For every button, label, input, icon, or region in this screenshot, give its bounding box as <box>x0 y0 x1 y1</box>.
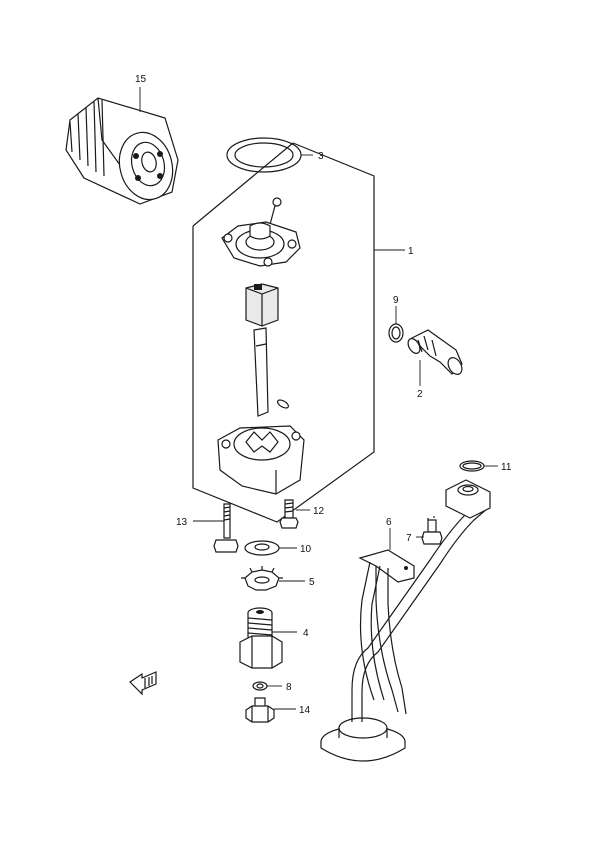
relief-valve-drawing <box>407 329 463 386</box>
strainer-o-ring-drawing <box>459 460 498 472</box>
callout-2: 2 <box>417 389 423 400</box>
callout-1: 1 <box>408 246 414 257</box>
valve-o-ring-drawing <box>388 306 404 343</box>
union-bolt-drawing <box>239 607 297 669</box>
callout-14: 14 <box>299 705 311 716</box>
inner-rotor-drawing <box>245 283 279 327</box>
callout-4: 4 <box>303 628 309 639</box>
nut-drawing <box>245 697 296 723</box>
oil-strainer-drawing <box>320 479 491 762</box>
pump-body-drawing <box>217 425 305 495</box>
small-o-ring-drawing <box>252 681 282 691</box>
stud-bolt-drawing <box>193 503 239 553</box>
pump-cover-drawing <box>221 197 301 267</box>
lock-washer-drawing <box>241 566 305 591</box>
callout-8: 8 <box>286 682 292 693</box>
pump-shaft-drawing <box>253 327 290 417</box>
callout-3: 3 <box>318 151 324 162</box>
strainer-bolt-drawing <box>416 516 443 545</box>
callout-11: 11 <box>501 462 512 473</box>
callout-9: 9 <box>393 295 399 306</box>
oil-filter-drawing <box>65 87 179 205</box>
callout-12: 12 <box>313 506 325 517</box>
pump-bolt-drawing <box>279 499 310 529</box>
washer-drawing <box>244 540 297 556</box>
callout-6: 6 <box>386 517 392 528</box>
callout-13: 13 <box>176 517 188 528</box>
pump-assembly-outline <box>192 142 405 523</box>
callout-5: 5 <box>309 577 315 588</box>
callout-10: 10 <box>300 544 312 555</box>
o-ring-large-drawing <box>226 137 313 173</box>
callout-7: 7 <box>406 533 412 544</box>
callout-15: 15 <box>135 74 147 85</box>
fwd-arrow-icon <box>129 671 157 696</box>
